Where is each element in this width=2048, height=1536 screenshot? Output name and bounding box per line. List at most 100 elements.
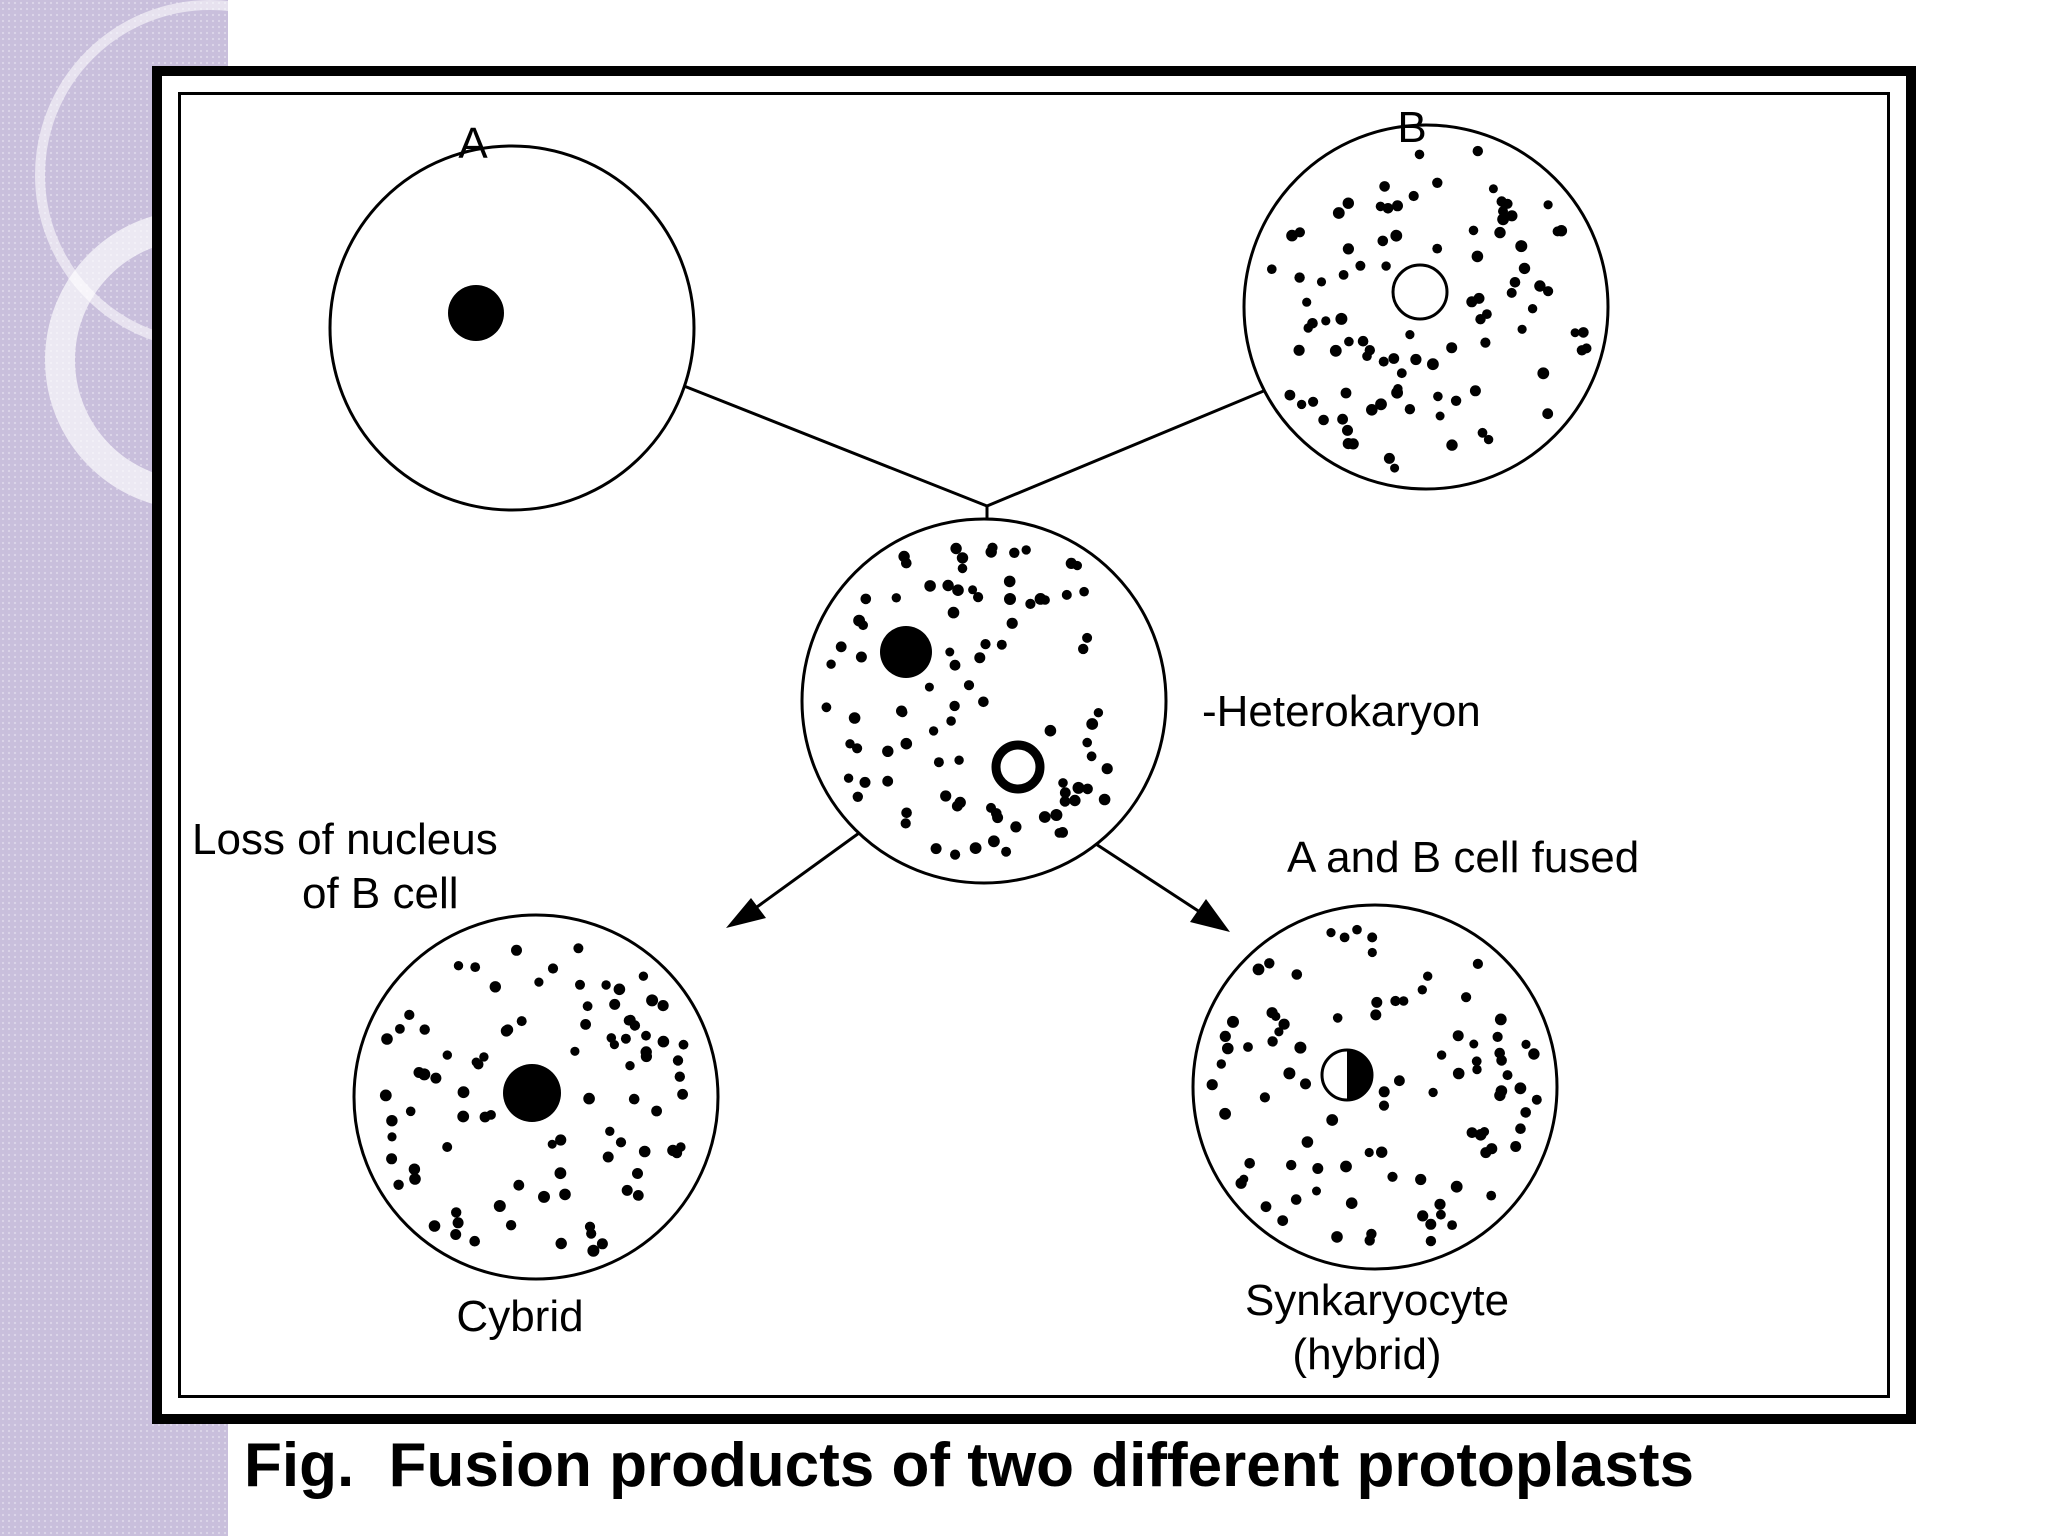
- cytoplasm-dot: [620, 1033, 631, 1044]
- heterokaryon-nucleus-a: [880, 626, 932, 678]
- cytoplasm-dot: [1082, 783, 1093, 795]
- cytoplasm-dot: [1069, 794, 1081, 807]
- cytoplasm-dot: [1347, 438, 1359, 450]
- cytoplasm-dot: [980, 639, 991, 650]
- cytoplasm-dot: [843, 773, 854, 783]
- cytoplasm-dot: [1379, 181, 1390, 192]
- cytoplasm-dot: [952, 584, 964, 596]
- cytoplasm-dot: [1414, 149, 1425, 160]
- cytoplasm-dot: [1543, 200, 1553, 210]
- cytoplasm-dot: [1040, 595, 1050, 605]
- cytoplasm-dot: [1434, 1198, 1446, 1210]
- cytoplasm-dot: [1340, 387, 1352, 399]
- cytoplasm-dot: [898, 550, 910, 563]
- cytoplasm-dot: [674, 1071, 685, 1082]
- cytoplasm-dot: [479, 1111, 491, 1123]
- synkaryocyte-nucleus-fill: [1347, 1050, 1372, 1100]
- cytoplasm-dot: [1010, 821, 1022, 833]
- cytoplasm-dot: [409, 1173, 421, 1185]
- cytoplasm-dot: [852, 743, 863, 754]
- cytoplasm-dot: [950, 849, 961, 860]
- cytoplasm-dot: [1527, 304, 1538, 314]
- cytoplasm-dot: [1436, 1050, 1447, 1060]
- cytoplasm-dot: [1009, 547, 1020, 558]
- cytoplasm-dot: [826, 659, 836, 669]
- cytoplasm-dot: [505, 1220, 517, 1231]
- cytoplasm-dot: [882, 745, 894, 757]
- cytoplasm-dot: [1044, 724, 1057, 737]
- cytoplasm-dot: [940, 790, 952, 802]
- cytoplasm-dot: [473, 1059, 484, 1070]
- cytoplasm-dot: [623, 1015, 634, 1026]
- cytoplasm-dot: [1472, 958, 1483, 970]
- cytoplasm-dot: [963, 680, 975, 691]
- cytoplasm-dot: [1329, 344, 1342, 357]
- cytoplasm-dot: [500, 1025, 512, 1037]
- cytoplasm-dot: [538, 1190, 550, 1203]
- cytoplasm-dot: [1404, 404, 1416, 415]
- cytoplasm-dot: [1509, 277, 1521, 288]
- cytoplasm-dot: [1086, 718, 1099, 730]
- cytoplasm-dot: [641, 1030, 651, 1041]
- cytoplasm-dot: [671, 1147, 683, 1159]
- cytoplasm-dot: [1326, 1114, 1339, 1126]
- cytoplasm-dot: [1520, 1107, 1531, 1118]
- cytoplasm-dot: [1498, 206, 1508, 217]
- cytoplasm-dot: [1294, 1041, 1307, 1054]
- cytoplasm-dot: [555, 1237, 567, 1250]
- cytoplasm-dot: [1387, 1171, 1398, 1182]
- cytoplasm-dot: [1082, 737, 1092, 748]
- cell-b: [1242, 123, 1610, 491]
- cytoplasm-dot: [1417, 1210, 1429, 1222]
- cytoplasm-dot: [891, 593, 901, 603]
- cytoplasm-dot: [1375, 201, 1386, 212]
- cytoplasm-dot: [1286, 1159, 1297, 1171]
- cytoplasm-dot: [469, 1235, 481, 1247]
- cytoplasm-dot: [596, 1238, 608, 1250]
- cytoplasm-dot: [1364, 1147, 1374, 1158]
- cytoplasm-dot: [547, 1139, 557, 1149]
- cytoplasm-dot: [950, 542, 962, 555]
- cytoplasm-dot: [1506, 210, 1518, 222]
- cytoplasm-dot: [1543, 286, 1554, 297]
- cytoplasm-dot: [848, 712, 861, 724]
- cytoplasm-dot: [1332, 207, 1345, 219]
- cell-b-cytoplasm-dots: [1267, 145, 1592, 473]
- cytoplasm-dot: [1383, 452, 1395, 464]
- cytoplasm-dot: [1378, 356, 1389, 367]
- cytoplasm-dot: [1290, 1194, 1302, 1205]
- synkaryocyte-label-line2: (hybrid): [1292, 1330, 1441, 1379]
- cytoplasm-dot: [1291, 969, 1303, 980]
- cytoplasm-dot: [1367, 947, 1377, 958]
- cytoplasm-dot: [1433, 391, 1443, 402]
- cytoplasm-dot: [1364, 1235, 1375, 1246]
- cytoplasm-dot: [1450, 1180, 1463, 1193]
- cytoplasm-dot: [452, 1217, 464, 1229]
- cytoplasm-dot: [1452, 1067, 1465, 1080]
- synkaryocyte-cell: [1191, 903, 1559, 1271]
- cytoplasm-dot: [1382, 203, 1394, 214]
- heterokaryon-cytoplasm-dots: [821, 542, 1113, 860]
- cytoplasm-dot: [1469, 385, 1481, 397]
- cytoplasm-dot: [516, 1016, 527, 1027]
- cytoplasm-dot: [1542, 408, 1554, 420]
- cytoplasm-dot: [1059, 787, 1071, 799]
- cytoplasm-dot: [860, 593, 872, 605]
- cytoplasm-dot: [1061, 589, 1072, 600]
- heterokaryon-nucleus-b: [991, 740, 1045, 794]
- cytoplasm-dot: [1294, 272, 1305, 283]
- heterokaryon-label: -Heterokaryon: [1202, 687, 1481, 736]
- cytoplasm-dot: [1381, 261, 1391, 271]
- cytoplasm-dot: [1078, 643, 1089, 655]
- cytoplasm-dot: [559, 1188, 571, 1201]
- cytoplasm-dot: [408, 1163, 421, 1175]
- cytoplasm-dot: [1344, 336, 1354, 347]
- cytoplasm-dot: [974, 652, 986, 664]
- cytoplasm-dot: [1483, 434, 1494, 445]
- cytoplasm-dot: [1391, 386, 1403, 399]
- cytoplasm-dot: [859, 776, 871, 788]
- loss-label-line1: Loss of nucleus: [192, 815, 498, 864]
- fused-label: A and B cell fused: [1287, 833, 1639, 882]
- cytoplasm-dot: [1004, 593, 1016, 605]
- cytoplasm-dot: [1494, 226, 1506, 239]
